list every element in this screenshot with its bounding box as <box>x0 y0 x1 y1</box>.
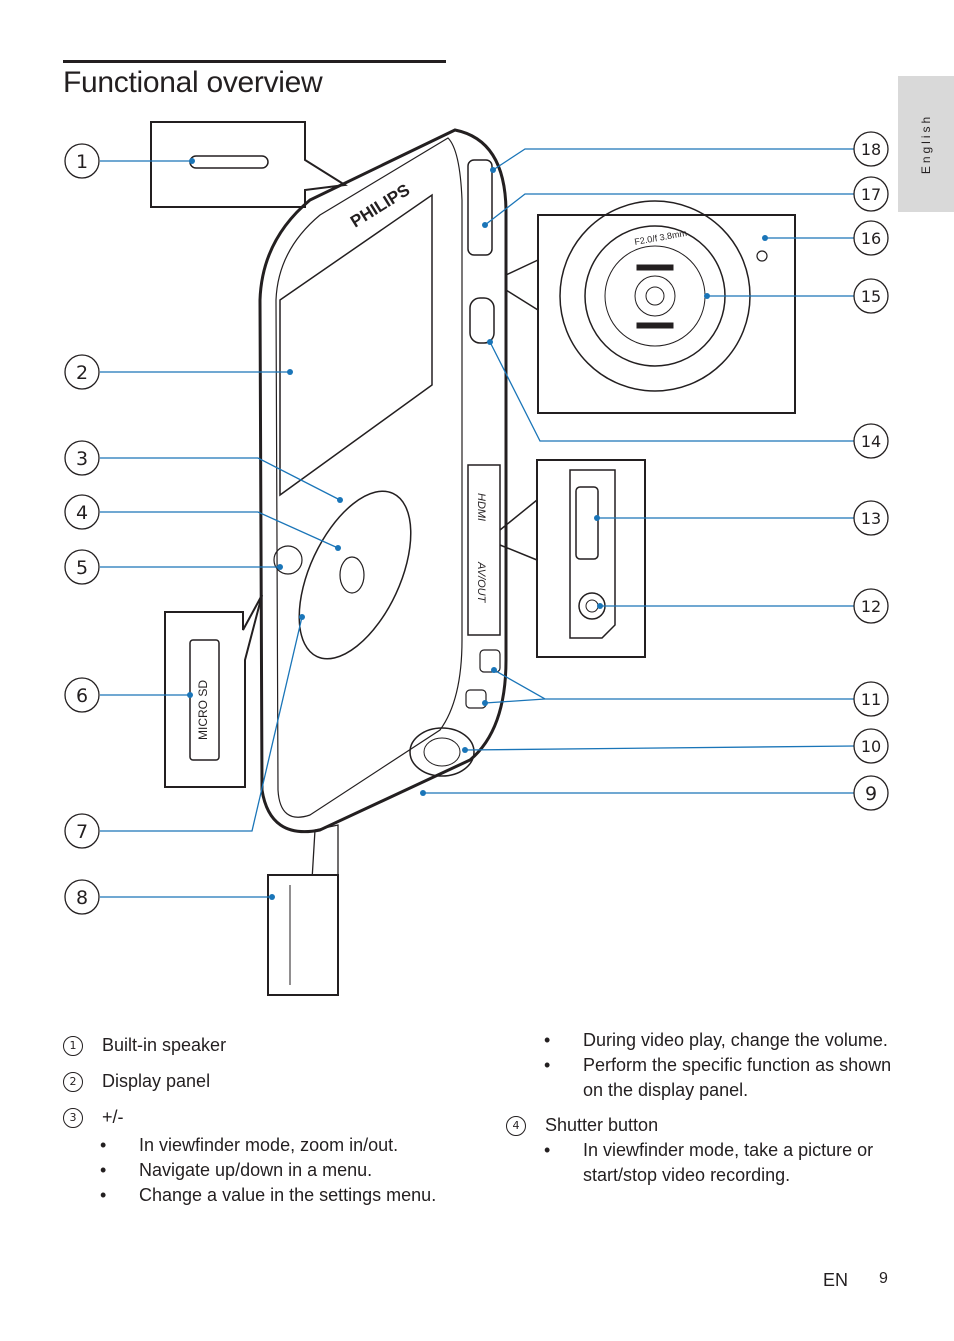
callout-17: 17 <box>853 176 889 212</box>
svg-text:9: 9 <box>865 783 877 805</box>
speaker-inset <box>150 121 348 208</box>
svg-text:8: 8 <box>76 887 88 909</box>
language-tab: English <box>898 76 954 212</box>
display-panel-shape <box>279 193 433 497</box>
svg-text:12: 12 <box>861 597 881 616</box>
page-title: Functional overview <box>63 66 323 99</box>
callout-6: 6 <box>64 677 100 713</box>
lens-marking: F2.0/f 3.8mm <box>634 228 688 247</box>
bullet-item: Perform the specific function as shown o… <box>506 1053 906 1103</box>
descriptions-left: 1 Built-in speaker 2 Display panel 3 +/-… <box>63 1033 463 1208</box>
desc-label: Display panel <box>102 1071 211 1091</box>
callout-10: 10 <box>853 728 889 764</box>
lens-inset <box>505 200 796 414</box>
desc-item-1: 1 Built-in speaker <box>63 1033 463 1058</box>
avout-label: AV/OUT <box>475 561 487 604</box>
hdmi-label: HDMI <box>475 493 487 521</box>
svg-text:6: 6 <box>76 685 88 707</box>
camcorder-diagram: PHILIPS MICRO SD F2.0/f 3.8mm HDMI AV/OU… <box>64 121 889 996</box>
callout-11: 11 <box>853 681 889 717</box>
desc-item-4: 4 Shutter button <box>506 1113 906 1138</box>
svg-text:5: 5 <box>76 557 88 579</box>
mode-switch <box>467 159 493 256</box>
desc-number: 1 <box>63 1036 83 1056</box>
bullet-item: Change a value in the settings menu. <box>63 1183 463 1208</box>
footer-language: EN <box>823 1270 849 1290</box>
svg-text:13: 13 <box>861 509 881 528</box>
navigation-pad <box>298 490 412 660</box>
bullet-item: Navigate up/down in a menu. <box>63 1158 463 1183</box>
callout-18: 18 <box>853 131 889 167</box>
desc-4-bullets: In viewfinder mode, take a picture or st… <box>506 1138 906 1188</box>
leader-lines <box>100 148 856 898</box>
bullet-item: In viewfinder mode, zoom in/out. <box>63 1133 463 1158</box>
desc-item-2: 2 Display panel <box>63 1069 463 1094</box>
callout-16: 16 <box>853 220 889 256</box>
desc-label: +/- <box>102 1107 124 1127</box>
desc-number: 4 <box>506 1116 526 1136</box>
descriptions-right: During video play, change the volume. Pe… <box>506 1028 906 1188</box>
callout-12: 12 <box>853 588 889 624</box>
callout-9: 9 <box>853 775 889 811</box>
callout-1: 1 <box>64 143 100 179</box>
page-number: 9 <box>879 1270 888 1287</box>
callout-5: 5 <box>64 549 100 585</box>
usb-connector <box>267 874 339 996</box>
desc-3-continued-bullets: During video play, change the volume. Pe… <box>506 1028 906 1103</box>
desc-item-3: 3 +/- <box>63 1105 463 1130</box>
svg-text:14: 14 <box>861 432 881 451</box>
bullet-item: During video play, change the volume. <box>506 1028 906 1053</box>
callout-numbers: 1 2 3 4 5 6 7 8 9 10 11 12 13 14 15 16 1… <box>64 131 889 915</box>
callout-14: 14 <box>853 423 889 459</box>
callout-8: 8 <box>64 879 100 915</box>
svg-text:18: 18 <box>861 140 881 159</box>
svg-text:11: 11 <box>861 690 881 709</box>
svg-text:7: 7 <box>76 821 88 843</box>
svg-text:17: 17 <box>861 185 881 204</box>
callout-7: 7 <box>64 813 100 849</box>
leader-dots <box>187 158 768 900</box>
desc-number: 2 <box>63 1072 83 1092</box>
play-button-shape <box>273 545 303 575</box>
callout-2: 2 <box>64 354 100 390</box>
desc-label: Shutter button <box>545 1115 659 1135</box>
svg-text:4: 4 <box>76 502 88 524</box>
svg-text:10: 10 <box>861 737 881 756</box>
callout-3: 3 <box>64 440 100 476</box>
callout-4: 4 <box>64 494 100 530</box>
svg-text:1: 1 <box>76 151 88 173</box>
svg-text:15: 15 <box>861 287 881 306</box>
title-rule <box>63 60 446 63</box>
svg-text:3: 3 <box>76 448 88 470</box>
desc-number: 3 <box>63 1108 83 1128</box>
micro-sd-label: MICRO SD <box>196 680 210 740</box>
bullet-item: In viewfinder mode, take a picture or st… <box>506 1138 906 1188</box>
tripod-socket-shape <box>409 727 475 777</box>
ports-inset <box>499 459 646 658</box>
camcorder-body <box>258 128 508 996</box>
desc-label: Built-in speaker <box>102 1035 227 1055</box>
card-slot-inset <box>164 594 263 788</box>
power-button-shape <box>469 297 495 344</box>
callout-15: 15 <box>853 278 889 314</box>
svg-text:2: 2 <box>76 362 88 384</box>
port-cover <box>467 464 501 636</box>
callout-13: 13 <box>853 500 889 536</box>
desc-3-bullets: In viewfinder mode, zoom in/out. Navigat… <box>63 1133 463 1208</box>
svg-text:16: 16 <box>861 229 881 248</box>
